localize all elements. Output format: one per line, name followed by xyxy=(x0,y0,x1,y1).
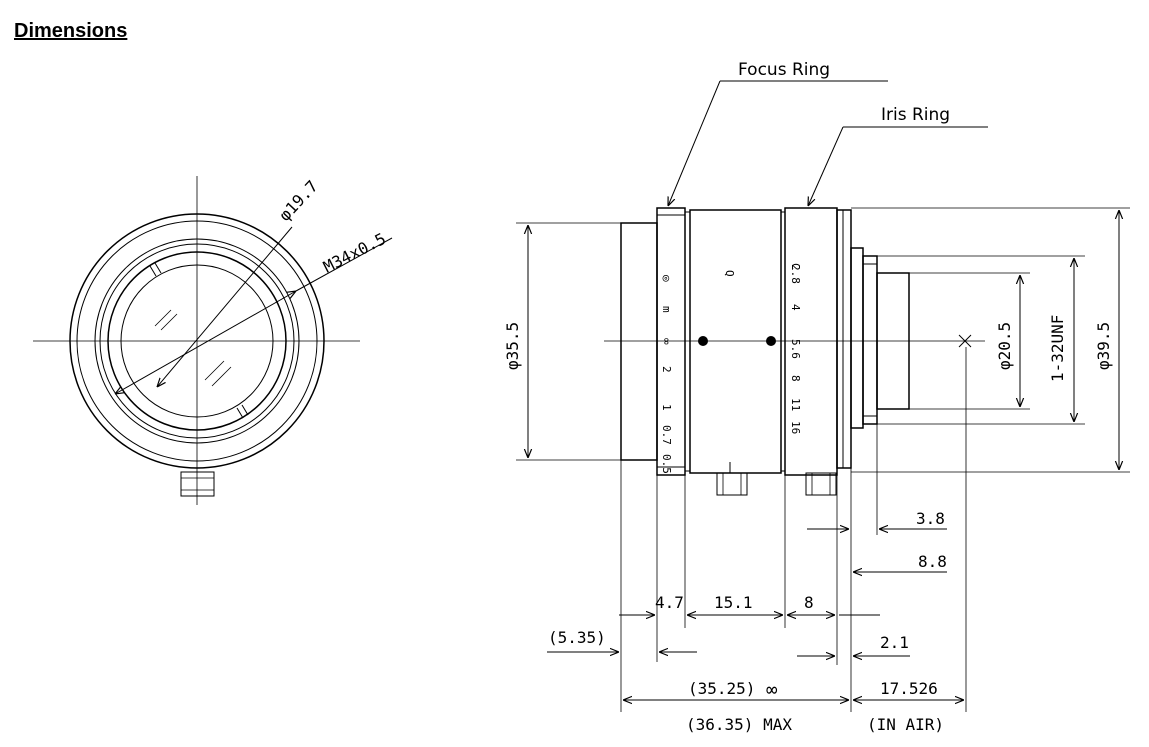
focus-ring-label: Focus Ring xyxy=(738,60,830,80)
rear-flange xyxy=(836,209,852,469)
dim-label-36-35-max: (36.35) MAX xyxy=(686,715,792,734)
dim-label-phi19-7: φ19.7 xyxy=(275,177,322,225)
iris-scale-16: 16 xyxy=(789,421,802,434)
lens-front-rim xyxy=(620,222,658,461)
dim-leader-m34 xyxy=(295,237,393,292)
retainer-notch-top xyxy=(154,262,162,274)
retainer-notch-bottom xyxy=(236,407,244,419)
front-lock-screw xyxy=(180,471,215,497)
iris-scale-4: 4 xyxy=(789,304,802,311)
dim-line-phi19-7 xyxy=(157,226,293,387)
iris-scale-c: C xyxy=(789,263,802,270)
focus-scale-m: m xyxy=(660,306,673,313)
front-view: φ19.7 M34x0.5 xyxy=(33,176,393,505)
focus-ring-callout-arrow xyxy=(668,80,721,206)
focus-index-dot xyxy=(698,336,708,346)
glass-reflection xyxy=(160,313,178,331)
mount-base xyxy=(850,247,864,429)
dim-label-in-air: (IN AIR) xyxy=(867,715,944,734)
glass-reflection xyxy=(154,309,172,327)
focus-scale-1: 1 xyxy=(660,404,673,411)
dim-line-m34 xyxy=(115,291,296,394)
dim-label-m34: M34x0.5 xyxy=(320,229,389,277)
iris-index-dot xyxy=(766,336,776,346)
retainer-notch-top xyxy=(149,265,157,277)
iris-scale-2-8: 2.8 xyxy=(789,264,802,284)
iris-lock-screw xyxy=(805,472,837,496)
dim-label-infinity: ∞ xyxy=(766,679,777,701)
dim-label-35-25: (35.25) xyxy=(688,679,755,698)
dim-label-3-8: 3.8 xyxy=(916,509,945,528)
iris-ring-label: Iris Ring xyxy=(881,105,950,125)
mount-thread xyxy=(862,255,878,425)
focus-scale-0-7: 0.7 xyxy=(660,425,673,445)
focus-ring xyxy=(656,207,686,476)
focus-scale-0-5: 0.5 xyxy=(660,454,673,474)
front-filter-thread-outer xyxy=(94,238,300,444)
page-title: Dimensions xyxy=(14,20,128,42)
focus-scale-2: 2 xyxy=(660,366,673,373)
dim-label-5-35: (5.35) xyxy=(548,628,606,647)
focal-point-cross xyxy=(958,334,972,348)
focus-icon: ◎ xyxy=(660,275,673,282)
dim-label-phi35-5: φ35.5 xyxy=(503,322,522,370)
front-outer-ring xyxy=(69,213,325,469)
barrel-lock-screw xyxy=(716,472,748,496)
retainer-notch-bottom xyxy=(241,404,249,416)
iris-symbol-icon: Q xyxy=(723,270,736,277)
dim-label-2-1: 2.1 xyxy=(880,633,909,652)
iris-scale-8: 8 xyxy=(789,375,802,382)
dim-label-phi20-5: φ20.5 xyxy=(995,322,1014,370)
dim-label-8: 8 xyxy=(804,593,814,612)
iris-ring-callout-arrow xyxy=(808,126,844,206)
focus-scale-infinity: ∞ xyxy=(660,338,673,345)
iris-scale-11: 11 xyxy=(789,398,802,411)
front-outer-ring-inner xyxy=(76,220,318,462)
dim-label-mount-thread: 1-32UNF xyxy=(1048,315,1067,382)
dim-label-15-1: 15.1 xyxy=(714,593,753,612)
dim-label-phi39-5: φ39.5 xyxy=(1094,322,1113,370)
side-view: ◎ m ∞ 2 1 0.7 0.5 Q C 2.8 4 5.6 8 11 16 … xyxy=(503,60,1130,734)
dim-label-4-7: 4.7 xyxy=(655,593,684,612)
dim-label-8-8: 8.8 xyxy=(918,552,947,571)
iris-scale-5-6: 5.6 xyxy=(789,339,802,359)
dim-label-17-526: 17.526 xyxy=(880,679,938,698)
